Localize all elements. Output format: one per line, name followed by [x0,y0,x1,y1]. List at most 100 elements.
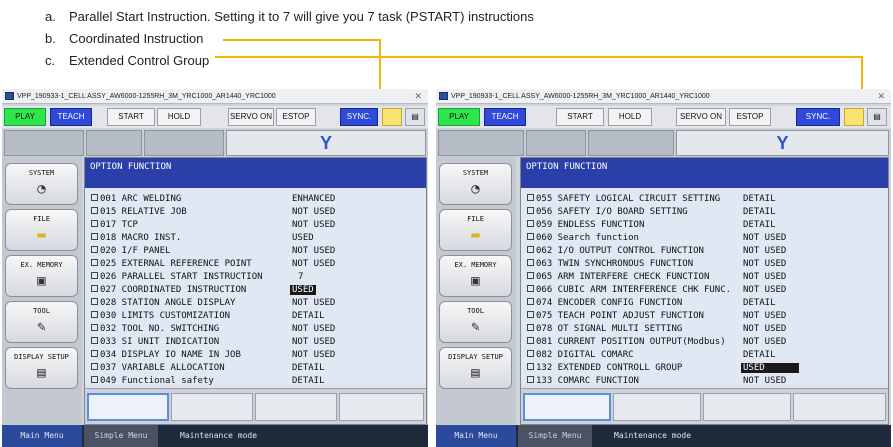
option-value: NOT USED [743,376,787,386]
option-name: 028 STATION ANGLE DISPLAY [100,298,236,308]
window-title: VPP_190933-1_CELL ASSY_AW6000-1255RH_3M_… [451,93,710,100]
play-button[interactable]: PLAY [438,108,480,126]
option-value: DETAIL [292,363,325,373]
hold-button[interactable]: HOLD [608,108,652,126]
note-letter: a. [45,9,56,24]
menu-system-button[interactable]: SYSTEM◔ [5,163,78,205]
menu-system-button[interactable]: SYSTEM◔ [439,163,512,205]
option-value: NOT USED [743,311,787,321]
window-icon [5,92,14,100]
panel-letter: Y [676,130,889,156]
option-name: 055 SAFETY LOGICAL CIRCUIT SETTING [536,194,721,204]
option-list: 055 SAFETY LOGICAL CIRCUIT SETTING DETAIL… [521,188,888,386]
main-menu-sidebar: SYSTEM◔ FILE▬ EX. MEMORY▣ TOOL✎ DISPLAY … [2,157,82,425]
function-key[interactable] [87,393,169,421]
close-icon[interactable]: ✕ [877,91,885,101]
trash-icon[interactable]: ▤ [867,108,887,126]
close-icon[interactable]: ✕ [414,91,422,101]
menu-file-button[interactable]: FILE▬ [439,209,512,251]
start-button[interactable]: START [107,108,155,126]
option-value: NOT USED [292,337,336,347]
checkbox-icon [91,285,98,292]
main-menu-button[interactable]: Main Menu [436,425,516,447]
option-name: 066 CUBIC ARM INTERFERENCE CHK FUNC. [536,285,732,295]
menu-tool-button[interactable]: TOOL✎ [5,301,78,343]
function-key[interactable] [703,393,791,421]
menu-display-setup-button[interactable]: DISPLAY SETUP▤ [439,347,512,389]
function-slot[interactable] [526,130,586,156]
option-name: 037 VARIABLE ALLOCATION [100,363,225,373]
option-name: 030 LIMITS CUSTOMIZATION [100,311,231,321]
play-button[interactable]: PLAY [4,108,46,126]
option-name: 059 ENDLESS FUNCTION [536,220,645,230]
option-name: 018 MACRO INST. [100,233,182,243]
menu-label: DISPLAY SETUP [448,353,503,361]
menu-label: FILE [467,215,484,223]
menu-display-setup-button[interactable]: DISPLAY SETUP▤ [5,347,78,389]
option-name: 001 ARC WELDING [100,194,182,204]
menu-label: SYSTEM [462,169,489,177]
menu-ex-memory-button[interactable]: EX. MEMORY▣ [439,255,512,297]
option-value: NOT USED [292,324,336,334]
checkbox-icon [91,324,98,331]
function-key[interactable] [255,393,337,421]
simple-menu-button[interactable]: Simple Menu [518,425,592,447]
option-name: 062 I/O OUTPUT CONTROL FUNCTION [536,246,704,256]
mode-toolbar: PLAY TEACH START HOLD SERVO ON ESTOP SYN… [436,106,891,128]
function-key[interactable] [523,393,611,421]
estop-button[interactable]: ESTOP [729,108,771,126]
function-slot[interactable] [144,130,224,156]
option-name: 060 Search function [536,233,639,243]
menu-label: SYSTEM [28,169,55,177]
sd-card-icon: ▣ [471,273,480,289]
checkbox-icon [91,298,98,305]
function-key[interactable] [339,393,424,421]
checkbox-icon [527,272,534,279]
servo-on-button[interactable]: SERVO ON [676,108,726,126]
option-value: NOT USED [743,259,787,269]
estop-button[interactable]: ESTOP [276,108,316,126]
folder-icon[interactable] [844,108,864,126]
panel-header: OPTION FUNCTION [521,158,888,191]
option-value: DETAIL [743,207,776,217]
option-name: 027 COORDINATED INSTRUCTION [100,285,247,295]
function-key[interactable] [793,393,886,421]
menu-tool-button[interactable]: TOOL✎ [439,301,512,343]
mode-indicator: Maintenance mode [614,431,692,440]
main-menu-button[interactable]: Main Menu [2,425,82,447]
display-icon: ▤ [37,365,46,381]
option-name: 020 I/F PANEL [100,246,171,256]
trash-icon[interactable]: ▤ [405,108,425,126]
option-name: 015 RELATIVE JOB [100,207,187,217]
option-value: DETAIL [743,298,776,308]
hold-button[interactable]: HOLD [157,108,201,126]
function-key[interactable] [613,393,701,421]
menu-file-button[interactable]: FILE▬ [5,209,78,251]
option-value: NOT USED [743,337,787,347]
function-slot[interactable] [438,130,524,156]
menu-ex-memory-button[interactable]: EX. MEMORY▣ [5,255,78,297]
option-name: 081 CURRENT POSITION OUTPUT(Modbus) [536,337,726,347]
simple-menu-button[interactable]: Simple Menu [84,425,158,447]
servo-on-button[interactable]: SERVO ON [228,108,274,126]
function-slot[interactable] [588,130,674,156]
start-button[interactable]: START [556,108,604,126]
function-key[interactable] [171,393,253,421]
note-text: Extended Control Group [69,53,210,68]
function-slot[interactable] [4,130,84,156]
checkbox-icon [91,350,98,357]
option-name: 065 ARM INTERFERE CHECK FUNCTION [536,272,710,282]
menu-label: TOOL [467,307,484,315]
function-slot[interactable] [86,130,142,156]
sync-button[interactable]: SYNC. [340,108,378,126]
option-value: NOT USED [292,350,336,360]
checkbox-icon [91,207,98,214]
option-name: 075 TEACH POINT ADJUST FUNCTION [536,311,704,321]
teach-button[interactable]: TEACH [50,108,92,126]
sync-button[interactable]: SYNC. [796,108,840,126]
checkbox-icon [91,233,98,240]
folder-icon[interactable] [382,108,402,126]
tool-icon: ✎ [37,319,46,335]
checkbox-icon [91,220,98,227]
teach-button[interactable]: TEACH [484,108,526,126]
